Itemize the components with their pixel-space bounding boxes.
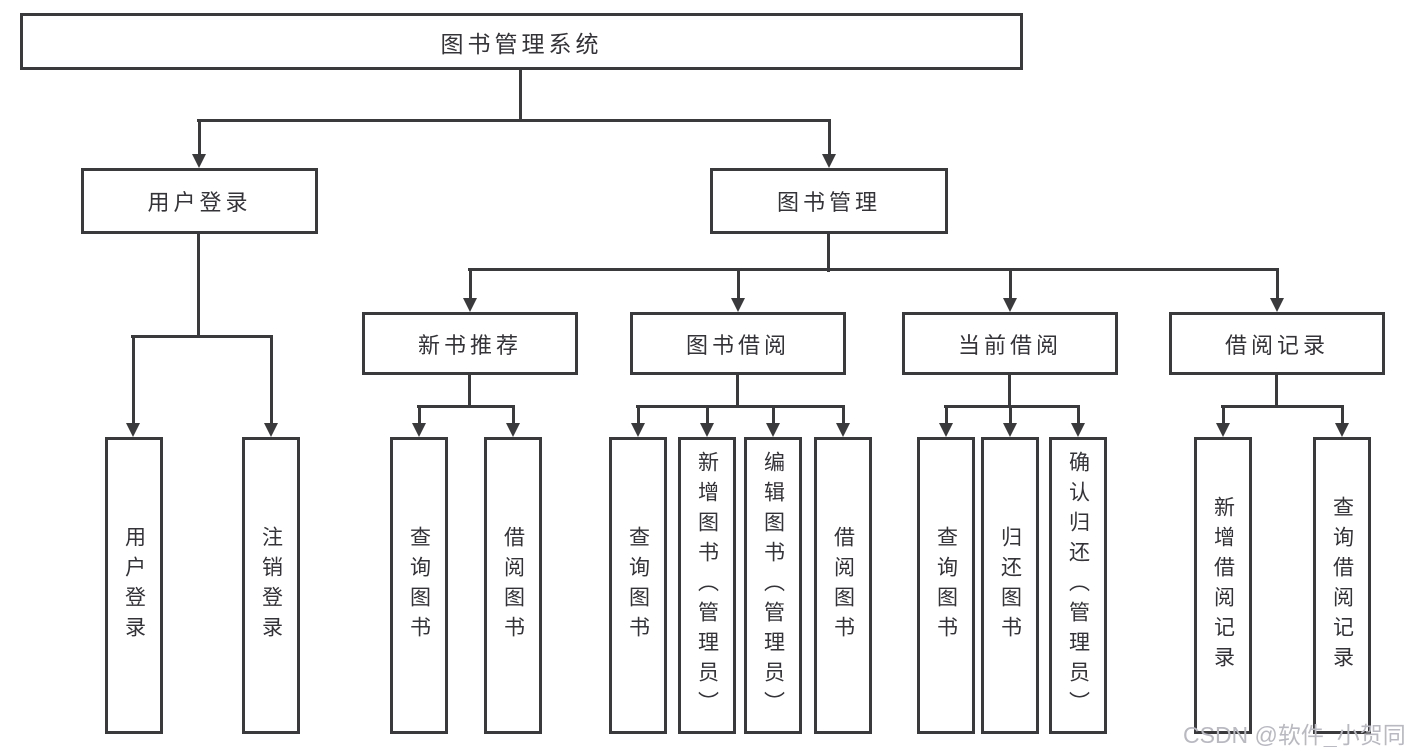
node-label: 归还图书 — [998, 525, 1022, 646]
node-label: 借阅图书 — [501, 525, 525, 646]
node-borrow-records: 借阅记录 — [1169, 312, 1385, 375]
connector-line — [468, 375, 471, 408]
arrow-down-icon — [1003, 406, 1017, 437]
connector-line — [131, 335, 273, 338]
arrow-down-icon — [1270, 270, 1284, 312]
arrow-down-icon — [939, 406, 953, 437]
leaf-edit-books-admin: 编辑图书（管理员） — [744, 437, 802, 734]
node-label: 查询图书 — [626, 525, 650, 646]
leaf-borrow-books: 借阅图书 — [814, 437, 872, 734]
arrow-down-icon — [1071, 406, 1085, 437]
arrow-down-icon — [192, 120, 206, 168]
node-label: 图书管理 — [776, 190, 881, 215]
leaf-query-books: 查询图书 — [609, 437, 667, 734]
node-label: 注销登录 — [259, 525, 283, 646]
connector-line — [944, 405, 1080, 408]
arrow-down-icon — [700, 406, 714, 437]
arrow-down-icon — [1003, 270, 1017, 312]
node-book-management: 图书管理 — [710, 168, 948, 234]
connector-line — [417, 405, 515, 408]
node-label: 新增借阅记录 — [1211, 495, 1235, 676]
connector-line — [1221, 405, 1344, 408]
node-user-login: 用户登录 — [81, 168, 318, 234]
arrow-down-icon — [463, 270, 477, 312]
node-label: 编辑图书（管理员） — [761, 450, 785, 721]
node-label: 借阅记录 — [1224, 332, 1329, 358]
node-label: 确认归还（管理员） — [1066, 450, 1090, 721]
leaf-return-books: 归还图书 — [981, 437, 1039, 734]
connector-line — [827, 233, 830, 272]
arrow-down-icon — [631, 406, 645, 437]
node-current-borrow: 当前借阅 — [902, 312, 1118, 375]
arrow-down-icon — [822, 120, 836, 168]
leaf-query-borrow-record: 查询借阅记录 — [1313, 437, 1371, 734]
arrow-down-icon — [1216, 406, 1230, 437]
leaf-confirm-return-admin: 确认归还（管理员） — [1049, 437, 1107, 734]
leaf-logout: 注销登录 — [242, 437, 300, 734]
leaf-user-login: 用户登录 — [105, 437, 163, 734]
connector-line — [1275, 375, 1278, 408]
node-label: 借阅图书 — [831, 525, 855, 646]
arrow-down-icon — [412, 406, 426, 437]
node-label: 图书管理系统 — [440, 30, 603, 57]
leaf-add-books-admin: 新增图书（管理员） — [678, 437, 736, 734]
node-label: 查询图书 — [407, 525, 431, 646]
connector-line — [197, 233, 200, 338]
arrow-down-icon — [126, 337, 140, 437]
connector-line — [736, 375, 739, 408]
leaf-add-borrow-record: 新增借阅记录 — [1194, 437, 1252, 734]
arrow-down-icon — [264, 337, 278, 437]
connector-line — [468, 268, 1279, 271]
arrow-down-icon — [731, 270, 745, 312]
arrow-down-icon — [836, 406, 850, 437]
node-label: 新书推荐 — [417, 332, 522, 358]
arrow-down-icon — [506, 406, 520, 437]
connector-line — [519, 69, 522, 121]
node-label: 用户登录 — [147, 190, 252, 215]
node-book-borrow: 图书借阅 — [630, 312, 846, 375]
node-label: 图书借阅 — [685, 332, 790, 358]
node-label: 用户登录 — [122, 525, 146, 646]
connector-line — [197, 119, 831, 122]
leaf-query-books: 查询图书 — [390, 437, 448, 734]
arrow-down-icon — [1335, 406, 1349, 437]
node-label: 新增图书（管理员） — [695, 450, 719, 721]
arrow-down-icon — [766, 406, 780, 437]
leaf-query-books: 查询图书 — [917, 437, 975, 734]
node-label: 查询图书 — [934, 525, 958, 646]
connector-line — [636, 405, 845, 408]
node-library-system: 图书管理系统 — [20, 13, 1023, 70]
node-label: 当前借阅 — [957, 332, 1062, 358]
watermark: CSDN @软件_小贺同学 — [1183, 722, 1405, 747]
connector-line — [1008, 375, 1011, 408]
node-new-book-recommend: 新书推荐 — [362, 312, 578, 375]
node-label: 查询借阅记录 — [1330, 495, 1354, 676]
leaf-borrow-books: 借阅图书 — [484, 437, 542, 734]
